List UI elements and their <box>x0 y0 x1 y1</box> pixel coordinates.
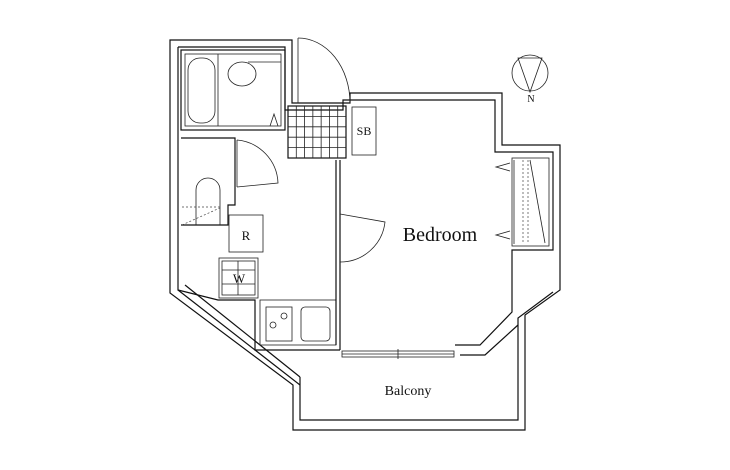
bedroom-label: Bedroom <box>403 224 478 246</box>
kitchen <box>259 299 337 346</box>
toilet-room <box>181 137 236 226</box>
bathroom <box>180 49 286 131</box>
washbasin-icon <box>227 61 257 87</box>
north-label: N <box>527 94 534 105</box>
entry-door[interactable] <box>297 37 351 104</box>
washer-label: W <box>233 271 246 286</box>
balcony-diagonal-inner <box>184 284 301 378</box>
bathtub-icon <box>187 57 216 124</box>
balcony-parapet <box>299 291 554 421</box>
shoe-box-label: SB <box>357 124 372 138</box>
bedroom-angled-wall-outer <box>460 324 519 356</box>
toilet-door[interactable] <box>236 139 279 188</box>
washing-machine: W <box>218 257 259 299</box>
refrigerator-label: R <box>242 228 251 243</box>
north-compass-icon: N <box>511 54 549 105</box>
stove-icon <box>265 306 293 342</box>
outer-wall <box>169 39 561 431</box>
closet <box>494 157 550 247</box>
bedroom-angled-wall <box>455 294 513 346</box>
refrigerator: R <box>228 214 264 253</box>
toilet-icon <box>195 177 221 225</box>
entrance-tiles <box>287 105 347 159</box>
balcony-diagonal-wall <box>177 289 301 386</box>
bedroom-door[interactable] <box>339 213 386 263</box>
balcony-label: Balcony <box>385 384 432 399</box>
inner-wall-left <box>177 47 340 351</box>
balcony-window[interactable] <box>341 349 455 359</box>
shoe-box: SB <box>351 106 377 156</box>
sink-icon <box>300 306 331 342</box>
